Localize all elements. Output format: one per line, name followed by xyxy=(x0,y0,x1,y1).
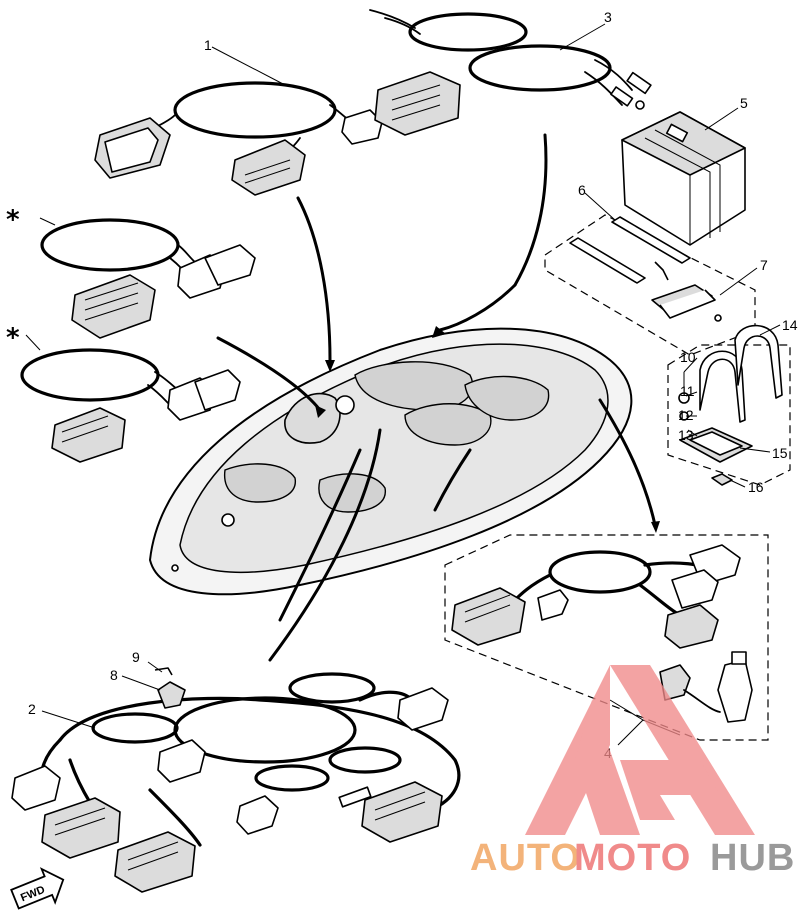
callout-11: 11 xyxy=(680,383,695,399)
star-note-a: * xyxy=(6,205,20,235)
battery-holder-items-10-16 xyxy=(667,324,791,486)
callout-15: 15 xyxy=(772,445,788,461)
harness-item-2 xyxy=(11,667,461,893)
callout-9: 9 xyxy=(132,649,140,665)
battery-bracket-items-6-7 xyxy=(544,214,756,356)
callout-13: 13 xyxy=(678,427,694,443)
watermark-hub: HUB xyxy=(710,837,795,879)
harness-item-3 xyxy=(369,9,652,136)
battery-item-5 xyxy=(621,111,746,246)
callout-3: 3 xyxy=(604,9,612,25)
watermark-logo: AUTO MOTO HUB xyxy=(470,665,795,879)
harness-item-1 xyxy=(94,81,383,196)
leader-lines xyxy=(25,23,781,746)
fwd-arrow-icon xyxy=(10,867,65,910)
callout-8: 8 xyxy=(110,667,118,683)
callout-5: 5 xyxy=(740,95,748,111)
callout-2: 2 xyxy=(28,701,36,717)
callout-16: 16 xyxy=(748,479,764,495)
star-note-b: * xyxy=(6,323,20,353)
callout-10: 10 xyxy=(680,349,696,365)
callout-1: 1 xyxy=(204,37,212,53)
harness-item-4 xyxy=(444,534,769,741)
callout-labels: 1 3 5 6 7 14 10 11 12 13 15 16 9 8 2 4 *… xyxy=(6,9,798,761)
callout-14: 14 xyxy=(782,317,798,333)
watermark-moto: MOTO xyxy=(574,837,691,879)
callout-12: 12 xyxy=(678,407,694,423)
boat-hull xyxy=(149,327,633,596)
harness-starred-b xyxy=(20,348,241,463)
watermark-auto: AUTO xyxy=(470,837,581,879)
routing-arrows xyxy=(216,133,660,662)
harness-starred-a xyxy=(40,218,256,339)
fwd-arrow: FWD xyxy=(10,867,65,910)
watermark-triangle-icon xyxy=(525,665,755,835)
callout-7: 7 xyxy=(760,257,768,273)
callout-6: 6 xyxy=(578,182,586,198)
